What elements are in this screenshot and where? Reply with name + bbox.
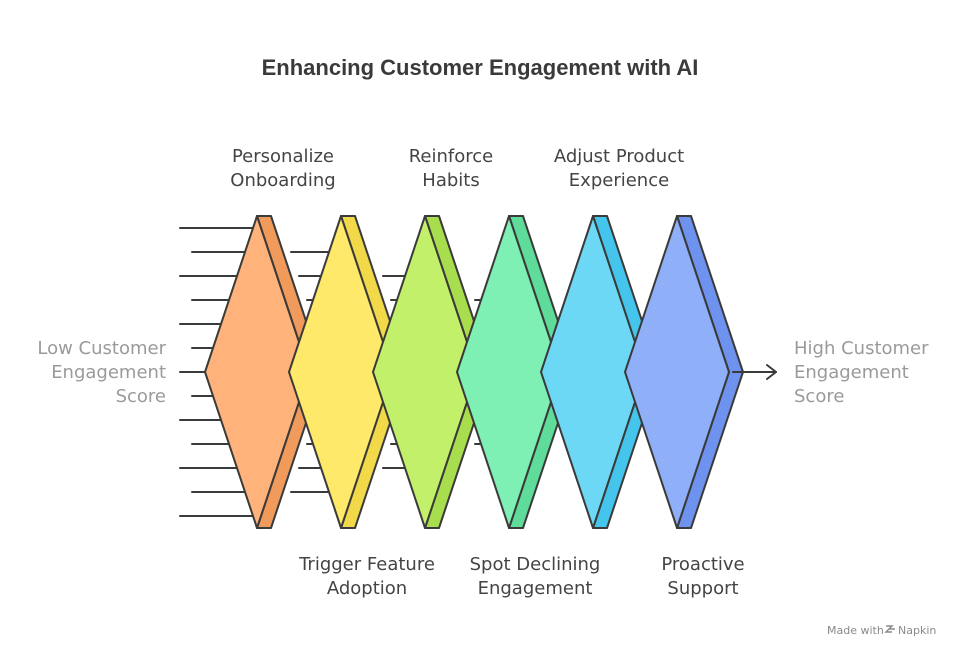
stage-face [624,215,730,529]
credit: Made with Napkin [827,624,936,637]
stage-face [456,215,562,529]
stage-label-line: Adoption [327,578,407,599]
stage-label-line: Spot Declining [470,554,601,575]
stage-label-line: Adjust Product [554,146,684,167]
credit-brand: Napkin [898,624,936,637]
stage-label-line: Experience [569,170,669,191]
input-label-line-1: Low Customer [37,338,166,359]
stage-label-line: Reinforce [409,146,494,167]
funnel-stage [540,215,660,529]
stage-label-line: Habits [422,170,479,191]
credit-prefix: Made with [827,624,884,637]
stage-label-line: Engagement [478,578,593,599]
output-label-line-2: Engagement [794,362,909,383]
diagram-title: Enhancing Customer Engagement with AI [262,55,699,80]
funnel-stage [624,215,744,529]
stage-label-line: Support [667,578,738,599]
funnel-stages [204,215,744,529]
input-label-line-2: Engagement [51,362,166,383]
output-arrow [732,364,777,380]
stage-label-line: Personalize [232,146,334,167]
side-labels: Low Customer Engagement Score High Custo… [37,338,929,407]
stage-label-line: Onboarding [230,170,335,191]
stage-label-line: Trigger Feature [298,554,435,575]
stage-face [372,215,478,529]
stage-face [204,215,310,529]
stage-face [540,215,646,529]
stage-face [288,215,394,529]
input-label-line-3: Score [116,386,166,407]
output-label-line-1: High Customer [794,338,929,359]
stage-label-line: Proactive [661,554,744,575]
output-label-line-3: Score [794,386,844,407]
napkin-logo-icon [884,625,895,633]
